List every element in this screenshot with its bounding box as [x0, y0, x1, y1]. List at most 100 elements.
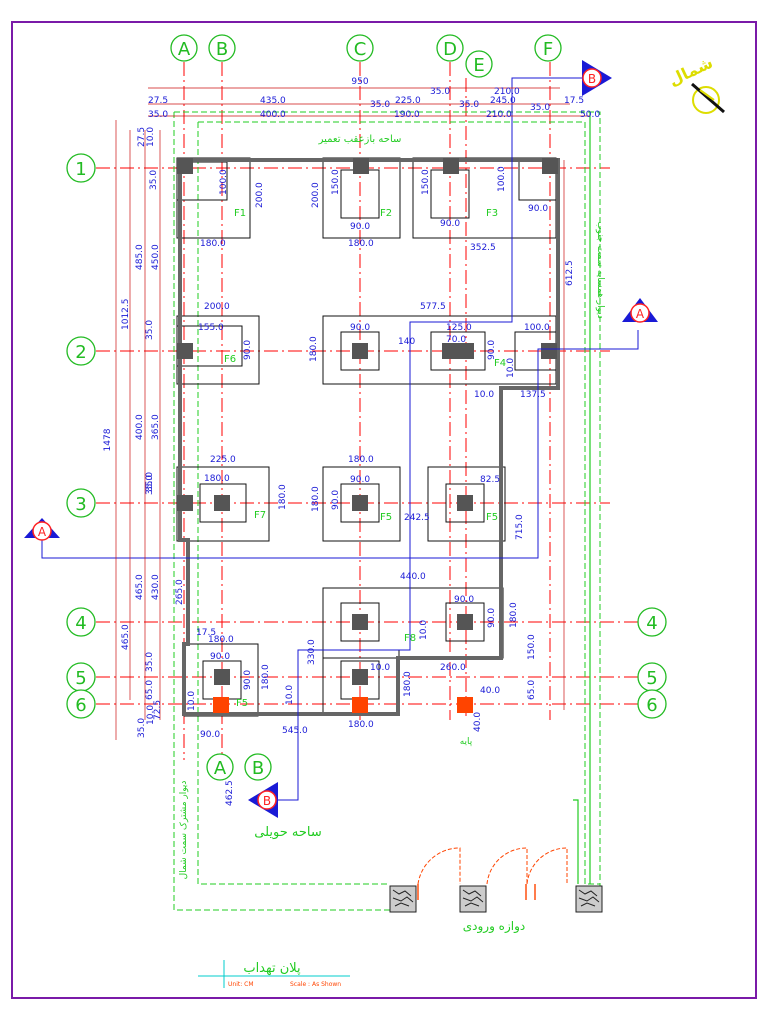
dim-top1-3: 35.0 — [370, 100, 390, 110]
title-block: پلان تهداب Unit: CM Scale : As Shown — [198, 960, 350, 988]
dim-top1-1: 27.5 — [148, 96, 168, 106]
building-wall — [178, 158, 560, 716]
grid-bubble-6-left — [66, 689, 96, 719]
dim-bl-5: 180.0 — [261, 664, 271, 690]
north-label: شمال — [666, 53, 716, 90]
column-note: پایه — [460, 737, 473, 747]
grid-bubble-D — [436, 34, 464, 62]
dim-f8-11: 65.0 — [527, 680, 537, 700]
dim-left-9: 35.0 — [145, 475, 155, 495]
drawing-frame — [11, 21, 757, 999]
grid-bubble-B-bottom — [244, 753, 272, 781]
gate-note: دوازه ورودی — [463, 919, 526, 934]
dim-top2-4: 210.0 — [486, 110, 512, 120]
footing-label-F4: F4 — [494, 358, 506, 369]
dimension-lines — [115, 87, 590, 740]
section-marker-B-bottom: B — [248, 782, 278, 818]
dim-f2-1: 200.0 — [311, 182, 321, 208]
dim-f8-5: 150.0 — [527, 634, 537, 660]
section-label-A-right: A — [636, 307, 645, 321]
grid-bubble-4-left — [66, 607, 96, 637]
footing-label-F5-right: F5 — [486, 512, 498, 523]
dim-f1-2: 200.0 — [255, 182, 265, 208]
grid-label-4-right: 4 — [646, 613, 657, 634]
grid-label-B-bottom: B — [252, 758, 264, 779]
dim-bl-7: 545.0 — [282, 726, 308, 736]
dim-bl-9: 90.0 — [200, 730, 220, 740]
grid-bubble-3 — [66, 488, 96, 518]
grid-bubble-B — [208, 34, 236, 62]
dim-left-14: 72.5 — [153, 700, 163, 720]
dim-f7-3: 180.0 — [278, 484, 288, 510]
dim-f8-1: 440.0 — [400, 572, 426, 582]
grid-label-E: E — [473, 55, 484, 76]
grid-label-2: 2 — [75, 342, 86, 363]
dim-left-13: 65.0 — [145, 680, 155, 700]
dim-left-8: 365.0 — [151, 414, 161, 440]
dim-left-4: 485.0 — [135, 244, 145, 270]
dim-f8-9: 10.0 — [370, 663, 390, 673]
dim-bl-2: 180.0 — [208, 635, 234, 645]
dim-c-2: 90.0 — [350, 323, 370, 333]
dim-f2-4: 180.0 — [348, 239, 374, 249]
title-text: پلان تهداب — [243, 961, 301, 976]
grid-bubble-A-bottom — [206, 753, 234, 781]
overall-height: 1478 — [103, 428, 113, 451]
dim-bl-8: 180.0 — [348, 720, 374, 730]
dim-top1-5: 35.0 — [459, 100, 479, 110]
dim-top0-1: 35.0 — [430, 87, 450, 97]
grid-label-1: 1 — [75, 159, 86, 180]
dim-f5-2: 90.0 — [350, 475, 370, 485]
grid-label-4-left: 4 — [75, 613, 86, 634]
yard-note: ساحه حویلی — [254, 825, 322, 840]
dim-f8-13: 40.0 — [473, 712, 483, 732]
footing-label-F6: F6 — [224, 354, 236, 365]
scale-text: Scale : As Shown — [290, 981, 341, 988]
dim-c-3: 125.0 — [446, 323, 472, 333]
dim-f5-4: 90.0 — [331, 490, 341, 510]
dim-left-6: 35.0 — [145, 320, 155, 340]
grid-label-A-bottom: A — [214, 758, 227, 779]
footing-label-F1: F1 — [234, 208, 246, 219]
dim-f2-3: 90.0 — [350, 222, 370, 232]
dim-f7-2: 180.0 — [204, 474, 230, 484]
dim-left-11: 430.0 — [151, 574, 161, 600]
grid-label-6-right: 6 — [646, 695, 657, 716]
dim-f3-1: 150.0 — [421, 169, 431, 195]
dim-f8-12: 40.0 — [480, 686, 500, 696]
dim-bl-11: 10.0 — [187, 691, 197, 711]
dim-f6-2: 155.0 — [198, 323, 224, 333]
dim-f1-3: 180.0 — [200, 239, 226, 249]
dim-c-4: 70.0 — [446, 335, 466, 345]
dim-left-1: 27.5 — [137, 127, 147, 147]
section-label-B-top: B — [588, 72, 596, 86]
dim-left-outer-1: 1012.5 — [121, 299, 131, 331]
dim-left-15: 10.0 — [146, 705, 156, 725]
section-label-B-bottom: B — [263, 794, 271, 808]
dim-c-6: 180.0 — [309, 336, 319, 362]
dim-f8-8: 260.0 — [440, 663, 466, 673]
dim-f7-4: 35.0 — [145, 472, 155, 492]
dim-left-12: 35.0 — [145, 652, 155, 672]
dim-f6-3: 90.0 — [243, 340, 253, 360]
dim-c-8: 90.0 — [487, 340, 497, 360]
footing-label-F2: F2 — [380, 208, 392, 219]
dim-left-3: 35.0 — [149, 170, 159, 190]
section-label-A-left: A — [38, 525, 47, 539]
dim-left-2: 10.0 — [146, 127, 156, 147]
section-marker-B-top: B — [582, 60, 612, 96]
footing-label-F5-bottom: F5 — [236, 698, 248, 709]
footing-label-F5-center: F5 — [380, 512, 392, 523]
grid-bubble-F — [534, 34, 562, 62]
dim-f8-10: 180.0 — [403, 671, 413, 697]
dim-bl-10: 462.5 — [225, 780, 235, 806]
footing-label-F8: F8 — [404, 633, 416, 644]
dim-c-12: 612.5 — [565, 260, 575, 286]
property-lines — [173, 111, 601, 911]
grid-label-3: 3 — [75, 494, 86, 515]
grid-label-F: F — [543, 39, 553, 60]
dim-top1-6: 245.0 — [490, 96, 516, 106]
dim-f5-6: 82.5 — [480, 475, 500, 485]
dim-f8-3: 180.0 — [509, 602, 519, 628]
